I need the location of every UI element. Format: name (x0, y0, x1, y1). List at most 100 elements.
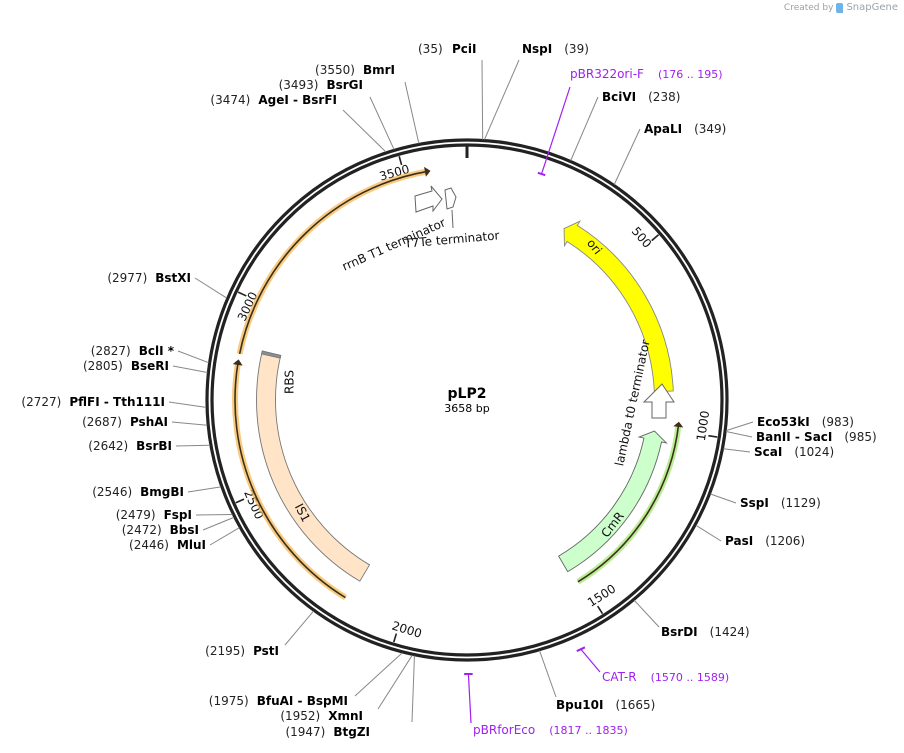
enzyme-site[interactable]: Eco53kI(983) (726, 415, 854, 432)
enzyme-label[interactable]: (2546)BmgBI (92, 485, 184, 499)
orf-arrowhead-icon (424, 166, 431, 177)
enzyme-site[interactable]: Bpu10I(1665) (539, 650, 656, 712)
enzyme-label[interactable]: (2642)BsrBI (88, 439, 172, 453)
primer-label[interactable]: CAT-R(1570 .. 1589) (602, 670, 729, 684)
enzyme-label[interactable]: (2977)BstXI (107, 271, 191, 285)
enzyme-label[interactable]: (2805)BseRI (83, 359, 169, 373)
enzyme-name: PstI (253, 644, 279, 658)
primer-label[interactable]: pBR322ori-F(176 .. 195) (570, 67, 723, 81)
enzyme-site[interactable]: (3550)BmrI (315, 63, 420, 144)
enzyme-label[interactable]: (1952) XmnI (280, 709, 363, 723)
enzyme-position: (349) (694, 122, 726, 136)
enzyme-site[interactable]: (2446)MluI (129, 527, 240, 552)
enzyme-site[interactable]: (2546)BmgBI (92, 485, 221, 499)
enzyme-site[interactable]: SspI(1129) (710, 493, 821, 510)
enzyme-name: XmnI (328, 709, 363, 723)
leader-line (342, 109, 387, 153)
orf-arrowhead-icon (673, 421, 684, 428)
rrnb-t1-terminator-icon[interactable] (414, 185, 443, 213)
enzyme-site[interactable]: (1952) XmnI (280, 654, 413, 723)
enzyme-label[interactable]: Bpu10I(1665) (556, 698, 655, 712)
leader-line (369, 96, 395, 150)
feature-cmr[interactable] (558, 430, 668, 573)
leader-line (723, 448, 751, 453)
enzyme-label[interactable]: NspI(39) (522, 42, 589, 56)
enzyme-site[interactable]: (2642)BsrBI (88, 439, 210, 453)
enzyme-label[interactable]: BsrDI(1424) (661, 625, 750, 639)
enzyme-site[interactable]: BanII - SacI(985) (725, 430, 877, 444)
enzyme-position: (1975) (209, 694, 249, 708)
enzyme-name: BsrBI (136, 439, 172, 453)
enzyme-position: (2977) (107, 271, 147, 285)
enzyme-site[interactable]: (35)PciI (418, 42, 484, 140)
snapgene-logo-icon (836, 2, 844, 13)
enzyme-label[interactable]: (2472)BbsI (122, 523, 199, 537)
primer-pbr322ori-f[interactable]: pBR322ori-F(176 .. 195) (537, 67, 723, 177)
enzyme-label[interactable]: (2727)PflFI - Tth111I (21, 395, 165, 409)
enzyme-site[interactable]: NspI(39) (484, 42, 589, 140)
enzyme-site[interactable]: (2827)BclI * (91, 344, 209, 364)
enzyme-site[interactable]: (2195) PstI (205, 610, 314, 658)
feature-rbs[interactable] (261, 350, 282, 359)
t7te-terminator-icon[interactable] (444, 187, 457, 210)
enzyme-site[interactable]: (2805)BseRI (83, 359, 208, 373)
leader-line (284, 610, 314, 646)
primer-label[interactable]: pBRforEco(1817 .. 1835) (473, 723, 628, 737)
primer-pbrforeco[interactable]: pBRforEco(1817 .. 1835) (464, 672, 628, 737)
enzyme-site[interactable]: (2727)PflFI - Tth111I (21, 395, 207, 409)
enzyme-label[interactable]: (2479)FspI (116, 508, 192, 522)
enzyme-name[interactable]: PciI (452, 42, 477, 56)
feature-is1[interactable] (256, 350, 371, 582)
enzyme-label[interactable]: BciVI(238) (602, 90, 680, 104)
enzyme-label[interactable]: (2687)PshAI (82, 415, 168, 429)
enzyme-name: BciVI (602, 90, 636, 104)
enzyme-site[interactable]: (2472)BbsI (122, 516, 235, 537)
enzyme-site[interactable]: ScaI(1024) (723, 445, 834, 459)
enzyme-label[interactable]: ApaLI(349) (644, 122, 726, 136)
enzyme-name: BfuAI - BspMI (257, 694, 348, 708)
enzyme-label[interactable]: (3493)BsrGI (279, 78, 363, 92)
enzyme-label[interactable]: Eco53kI(983) (757, 415, 854, 429)
enzyme-site[interactable]: (1947)BtgZI (285, 655, 415, 739)
primer-cat-r[interactable]: CAT-R(1570 .. 1589) (576, 646, 729, 684)
restriction-sites[interactable]: (35)PciI NspI(39) BciVI(238) ApaLI(349) Eco5… (21, 42, 876, 739)
leader-line (710, 493, 737, 504)
lambda-t0-terminator-icon[interactable] (642, 383, 675, 419)
enzyme-name: Eco53kI (757, 415, 810, 429)
enzyme-site[interactable]: PasI(1206) (695, 524, 805, 548)
enzyme-label[interactable]: BanII - SacI(985) (756, 430, 877, 444)
enzyme-label[interactable]: (3550)BmrI (315, 63, 395, 77)
enzyme-position: (1424) (710, 625, 750, 639)
enzyme-site[interactable]: BciVI(238) (570, 90, 681, 161)
enzyme-site[interactable]: (2977)BstXI (107, 271, 227, 299)
enzyme-site[interactable]: (3474)AgeI - BsrFI (210, 93, 387, 153)
enzyme-position: (1952) (280, 709, 320, 723)
feature-ori[interactable] (563, 220, 674, 393)
enzyme-site[interactable]: (2687)PshAI (82, 415, 208, 429)
enzyme-label[interactable]: (3474)AgeI - BsrFI (210, 93, 337, 107)
enzyme-position: (2472) (122, 523, 162, 537)
enzyme-label[interactable]: PasI(1206) (725, 534, 805, 548)
enzyme-label[interactable]: (1947)BtgZI (285, 725, 370, 739)
enzyme-site[interactable]: (1975) BfuAI - BspMI (209, 652, 403, 708)
orf-arrowhead-icon (232, 359, 243, 366)
leader-line (404, 81, 420, 144)
enzyme-label[interactable]: SspI(1129) (740, 496, 821, 510)
enzyme-site[interactable]: BsrDI(1424) (633, 600, 750, 639)
enzyme-site[interactable]: (3493)BsrGI (279, 78, 395, 150)
enzyme-label[interactable]: (2827)BclI * (91, 344, 175, 358)
enzyme-label[interactable]: (1975) BfuAI - BspMI (209, 694, 348, 708)
enzyme-position: (2195) (205, 644, 245, 658)
plasmid-backbone (205, 138, 729, 662)
enzyme-site[interactable]: (2479)FspI (116, 508, 233, 522)
enzyme-label[interactable]: ScaI(1024) (754, 445, 834, 459)
enzyme-position: (1024) (794, 445, 834, 459)
primers[interactable]: pBR322ori-F(176 .. 195) CAT-R(1570 .. 158… (464, 67, 729, 737)
enzyme-label[interactable]: (2195) PstI (205, 644, 279, 658)
enzyme-site[interactable]: ApaLI(349) (613, 122, 726, 185)
leader-line (725, 431, 753, 438)
enzyme-label[interactable]: (2446)MluI (129, 538, 206, 552)
enzyme-position: (39) (564, 42, 589, 56)
